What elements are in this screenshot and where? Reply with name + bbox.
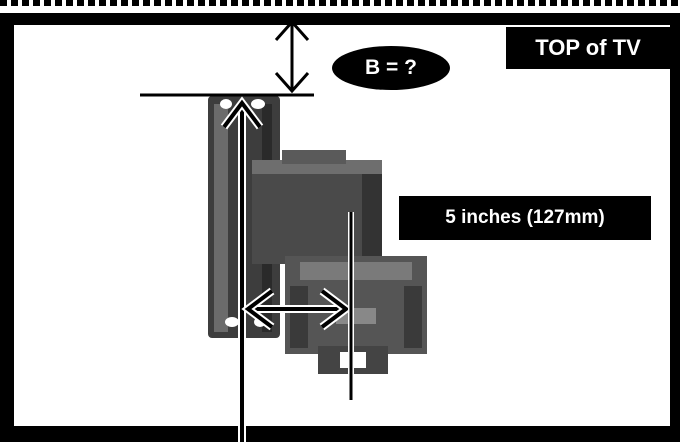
top-of-tv-label: TOP of TV <box>506 27 670 69</box>
height-arrow <box>220 96 264 442</box>
mount-arm <box>252 150 382 264</box>
b-vertical-arrow <box>274 19 310 94</box>
b-question-label: B = ? <box>332 46 450 90</box>
distance-label: 5 inches (127mm) <box>399 196 651 240</box>
horizontal-distance-arrow <box>241 287 353 331</box>
dashed-border-top <box>0 0 680 6</box>
tv-bracket <box>285 256 427 374</box>
